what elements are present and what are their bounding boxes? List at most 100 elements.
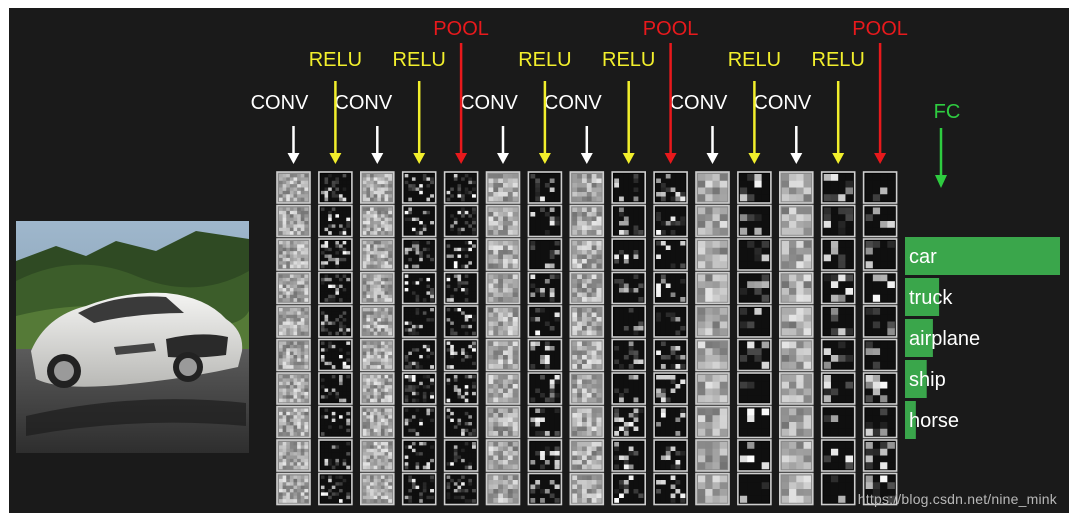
feature-map <box>569 204 605 238</box>
feature-map <box>653 439 688 472</box>
feature-map <box>318 338 353 372</box>
feature-map <box>527 338 563 372</box>
conv-label: CONV <box>251 92 309 114</box>
feature-map <box>695 305 730 338</box>
feature-map <box>778 472 814 506</box>
feature-map <box>737 338 772 372</box>
feature-map <box>318 271 353 305</box>
relu-label: RELU <box>309 49 362 71</box>
feature-map <box>862 338 898 372</box>
feature-map <box>569 305 605 338</box>
relu-arrow <box>748 81 761 164</box>
pool-label: POOL <box>852 18 908 40</box>
feature-map <box>569 405 605 439</box>
feature-map <box>611 204 647 238</box>
conv-label: CONV <box>460 92 518 114</box>
feature-map <box>820 238 856 271</box>
feature-map <box>401 439 437 472</box>
feature-map-column-1 <box>276 171 311 506</box>
feature-map <box>569 472 605 506</box>
feature-map-column-12 <box>737 171 772 506</box>
feature-map <box>653 472 688 506</box>
prediction-label: car <box>909 246 937 268</box>
feature-map <box>318 305 353 338</box>
feature-map <box>653 305 688 338</box>
feature-map <box>611 171 647 204</box>
feature-map <box>318 171 353 204</box>
prediction-label: ship <box>909 369 946 391</box>
feature-map <box>820 338 856 372</box>
feature-map <box>820 372 856 405</box>
feature-map <box>611 472 647 506</box>
feature-map <box>318 204 353 238</box>
relu-label: RELU <box>812 49 865 71</box>
prediction-airplane: airplane <box>905 319 980 357</box>
feature-map <box>527 305 563 338</box>
conv-arrow <box>706 126 719 164</box>
feature-map <box>443 472 479 506</box>
feature-map <box>611 439 647 472</box>
feature-map <box>443 171 479 204</box>
feature-map <box>359 338 395 372</box>
pool-label: POOL <box>643 18 699 40</box>
feature-map-column-6 <box>485 171 521 506</box>
feature-map <box>443 305 479 338</box>
feature-map <box>569 271 605 305</box>
feature-map <box>862 439 898 472</box>
feature-map <box>695 439 730 472</box>
prediction-horse: horse <box>905 401 959 439</box>
conv-label: CONV <box>670 92 728 114</box>
feature-map <box>820 271 856 305</box>
feature-map <box>276 271 311 305</box>
feature-map <box>318 372 353 405</box>
feature-map <box>695 405 730 439</box>
conv-label: CONV <box>544 92 602 114</box>
feature-map <box>820 405 856 439</box>
feature-map <box>527 171 563 204</box>
feature-maps <box>276 171 898 506</box>
feature-map <box>653 372 688 405</box>
feature-map <box>862 472 898 506</box>
relu-arrow <box>413 81 426 164</box>
feature-map <box>318 238 353 271</box>
feature-map <box>569 171 605 204</box>
feature-map-column-7 <box>527 171 563 506</box>
feature-map-column-10 <box>653 171 688 506</box>
cnn-diagram: CONVRELUCONVRELUPOOLCONVRELUCONVRELUPOOL… <box>16 18 1060 506</box>
relu-label: RELU <box>728 49 781 71</box>
feature-map <box>778 238 814 271</box>
feature-map <box>820 171 856 204</box>
feature-map <box>276 204 311 238</box>
feature-map <box>695 372 730 405</box>
feature-map <box>485 171 521 204</box>
feature-map-column-4 <box>401 171 437 506</box>
relu-arrow <box>622 81 635 164</box>
feature-map <box>276 338 311 372</box>
feature-map <box>695 171 730 204</box>
conv-arrow <box>497 126 509 164</box>
feature-map <box>653 338 688 372</box>
feature-map <box>737 204 772 238</box>
fc-label: FC <box>934 101 961 123</box>
feature-map <box>569 372 605 405</box>
feature-map <box>737 271 772 305</box>
feature-map <box>695 271 730 305</box>
feature-map <box>695 472 730 506</box>
feature-map <box>401 472 437 506</box>
feature-map <box>443 271 479 305</box>
feature-map <box>778 271 814 305</box>
feature-map <box>318 439 353 472</box>
feature-map <box>401 338 437 372</box>
feature-map <box>653 405 688 439</box>
feature-map <box>569 439 605 472</box>
feature-map <box>737 238 772 271</box>
feature-map <box>485 305 521 338</box>
feature-map <box>485 271 521 305</box>
feature-map <box>443 405 479 439</box>
feature-map <box>778 439 814 472</box>
feature-map <box>359 171 395 204</box>
feature-map <box>862 372 898 405</box>
feature-map <box>318 472 353 506</box>
feature-map <box>527 372 563 405</box>
